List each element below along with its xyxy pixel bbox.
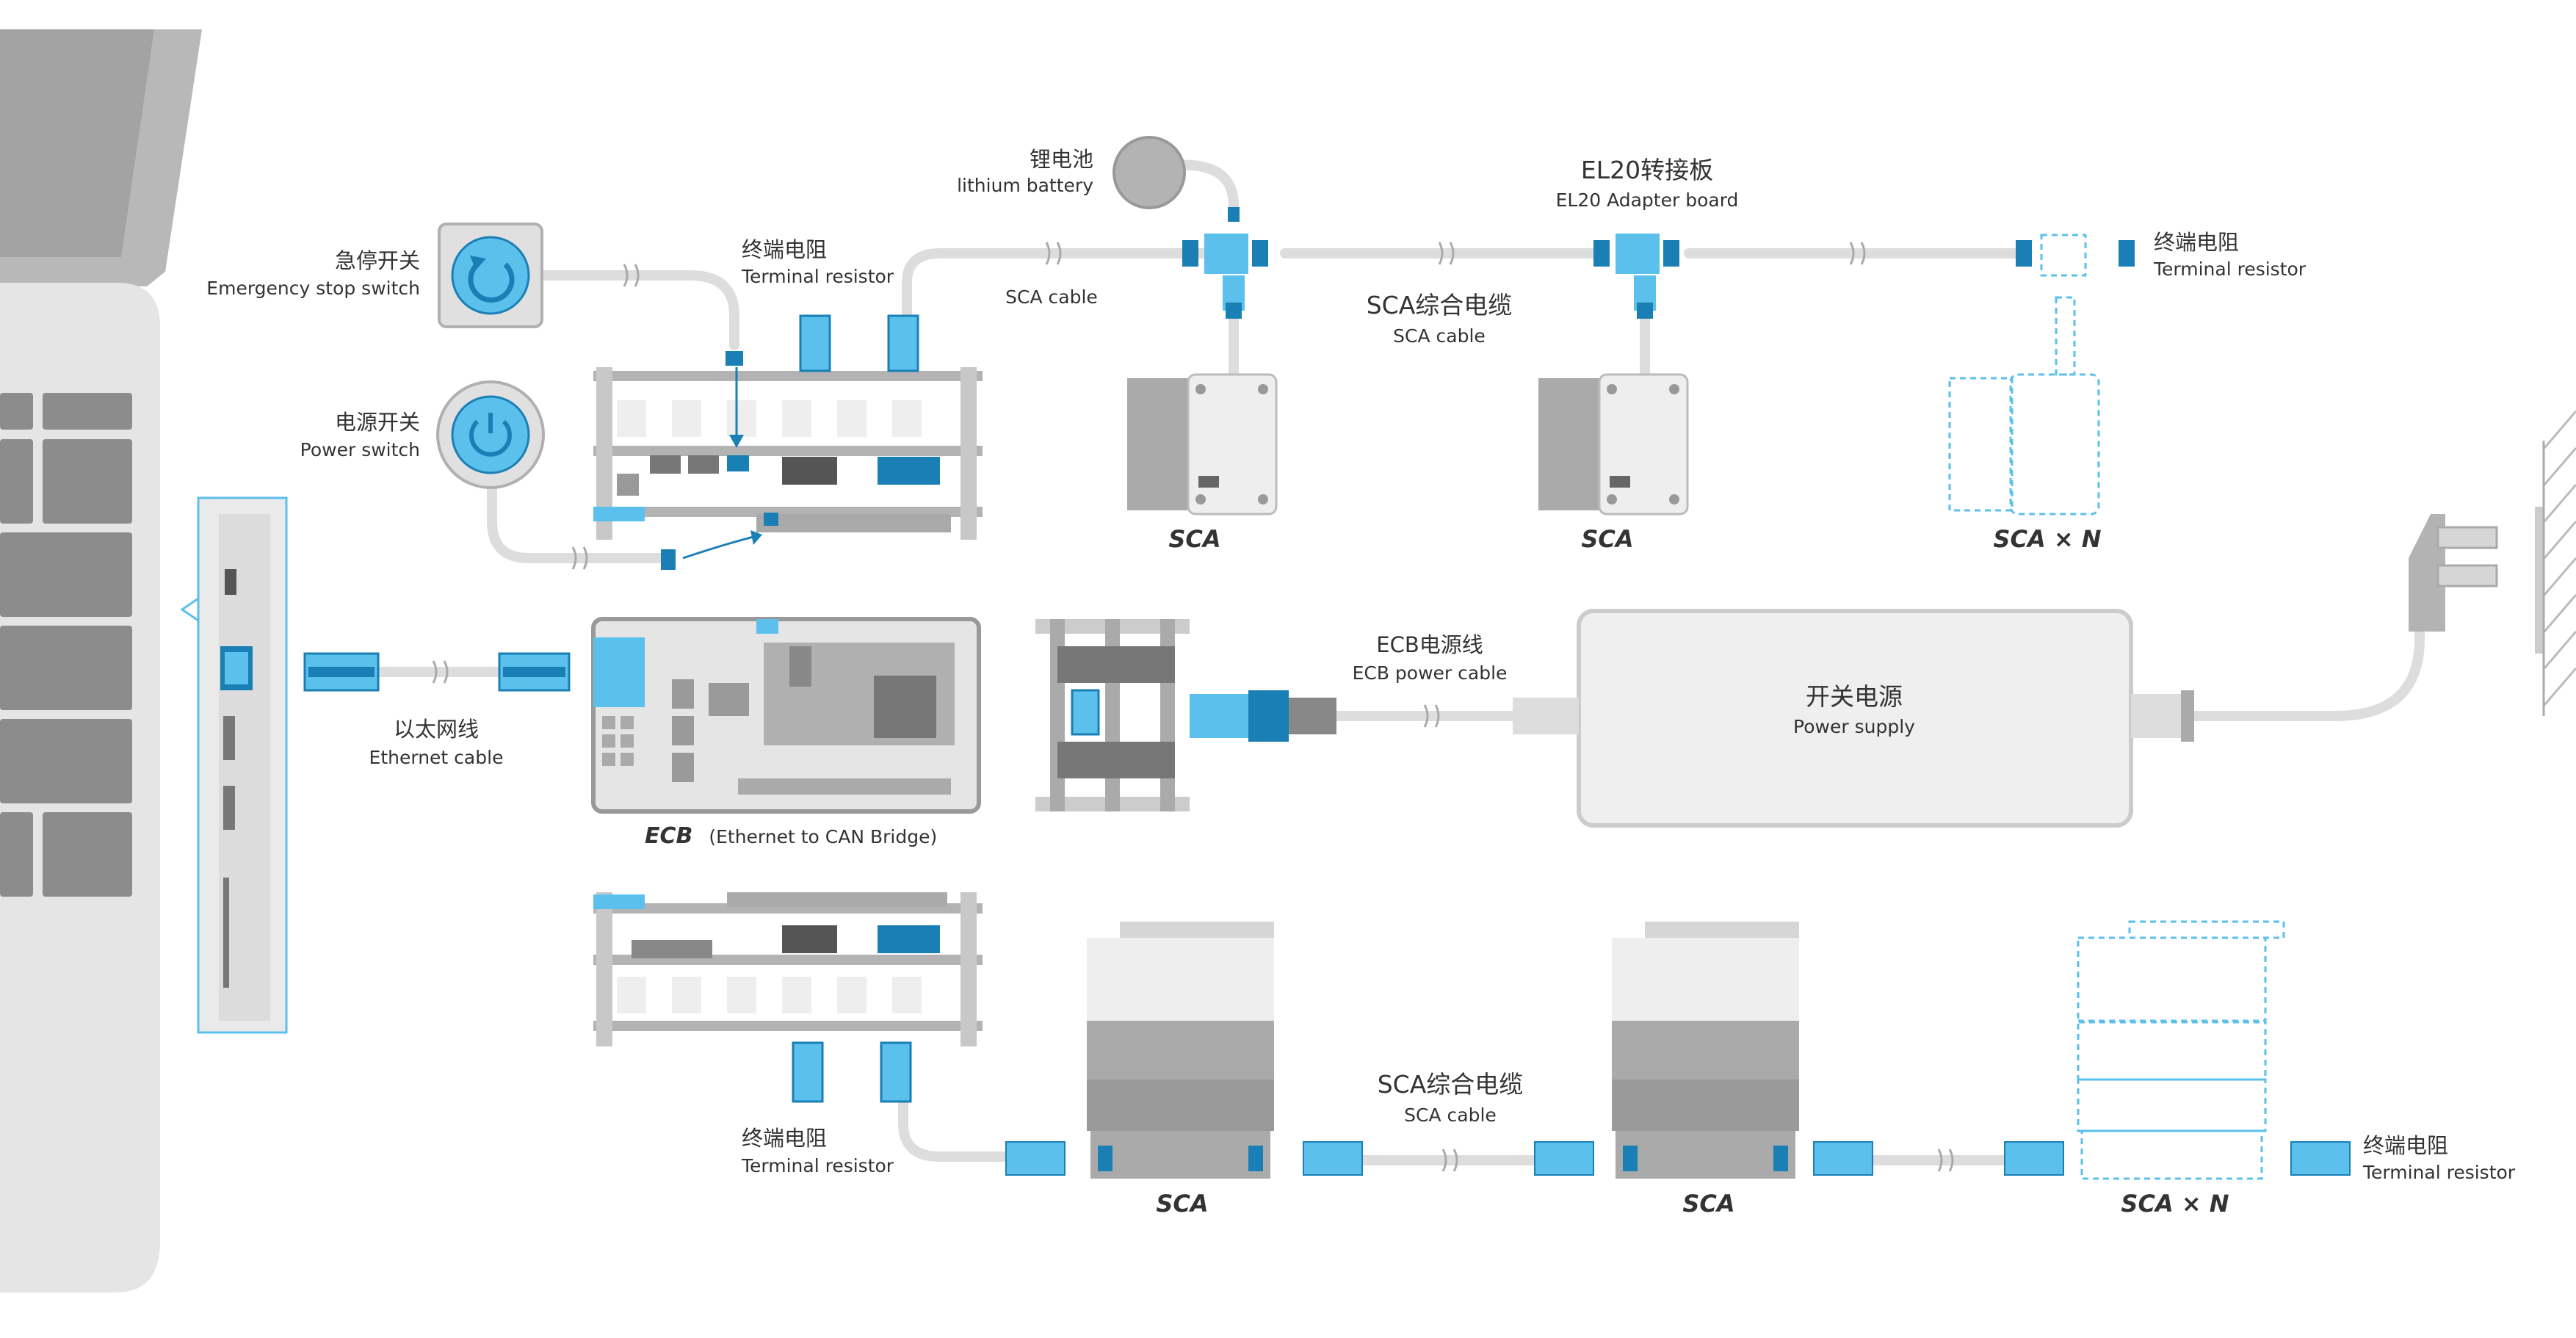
sca-bottom-2-label: SCA (1682, 1190, 1734, 1218)
emergency-stop-switch (438, 223, 543, 328)
estop-label-en: Emergency stop switch (206, 278, 420, 299)
sca-motor-bottom-1 (1087, 922, 1274, 1179)
sca-combined-cable-mid-zh: SCA综合电缆 (1367, 291, 1513, 319)
bottom-bus-connectors (1005, 1141, 2351, 1176)
power-switch-label-en: Power switch (300, 439, 420, 460)
power-switch-label-zh: 电源开关 (335, 410, 420, 435)
labels: 急停开关 Emergency stop switch 电源开关 Power sw… (206, 147, 2516, 1218)
top-terminal-board (593, 314, 983, 570)
terminal-resistor-bottom-right-zh: 终端电阻 (2363, 1133, 2448, 1158)
el20-label-en: EL20 Adapter board (1556, 189, 1739, 211)
sca-bottom-1-label: SCA (1156, 1190, 1208, 1218)
sca-cable-top-label: SCA cable (1005, 286, 1098, 308)
power-supply-unit (1513, 609, 2194, 828)
ecb-power-cable-en: ECB power cable (1353, 662, 1508, 684)
sca-combined-cable-bottom-zh: SCA综合电缆 (1378, 1070, 1524, 1099)
sca-motor-top-n-dashed (1948, 234, 2100, 516)
power-supply-label-en: Power supply (1793, 716, 1915, 737)
sca-top-1-label: SCA (1168, 525, 1220, 553)
ethernet-label-zh: 以太网线 (394, 717, 479, 742)
battery-label-en: lithium battery (957, 175, 1093, 196)
laptop-illustration (0, 29, 288, 1292)
laptop-side-ports (180, 496, 288, 1034)
estop-label-zh: 急停开关 (335, 248, 420, 273)
terminal-resistor-right-zh: 终端电阻 (2154, 230, 2239, 255)
power-icon (469, 419, 512, 457)
ecb-label: ECB (Ethernet to CAN Bridge) (645, 823, 937, 849)
lithium-battery (1112, 136, 1186, 209)
terminal-resistor-top-en: Terminal resistor (741, 266, 894, 287)
ecb-board (591, 617, 981, 814)
ethernet-connectors (303, 652, 571, 692)
wall-plug (2409, 411, 2576, 716)
terminal-resistor-bottom-right-en: Terminal resistor (2362, 1162, 2516, 1183)
sca-motor-bottom-2 (1612, 922, 1799, 1179)
bottom-terminal-board (593, 892, 983, 1103)
sca-top-2-label: SCA (1581, 525, 1633, 553)
ethernet-label-en: Ethernet cable (369, 747, 504, 768)
sca-combined-cable-mid-en: SCA cable (1393, 325, 1486, 347)
sca-bottom-n-label: SCA × N (2121, 1190, 2229, 1218)
terminal-resistor-bottom-left-en: Terminal resistor (741, 1155, 894, 1176)
sca-motor-bottom-n-dashed (2077, 920, 2285, 1180)
power-supply-label-zh: 开关电源 (1806, 682, 1903, 711)
top-bus-connectors (1182, 207, 2135, 319)
ecb-power-cable-zh: ECB电源线 (1376, 632, 1483, 657)
ecb-label-bold: ECB (645, 823, 692, 849)
cable-break-marks (432, 242, 1954, 1172)
sca-motor-top-1 (1127, 373, 1278, 516)
power-switch (436, 380, 545, 489)
ecb-side-view (1035, 619, 1336, 811)
terminal-resistor-bottom-left-zh: 终端电阻 (742, 1126, 827, 1151)
battery-label-zh: 锂电池 (1030, 147, 1093, 172)
terminal-resistor-right-en: Terminal resistor (2153, 258, 2307, 280)
el20-label-zh: EL20转接板 (1581, 156, 1713, 184)
restart-icon (468, 262, 515, 303)
ecb-label-full: (Ethernet to CAN Bridge) (709, 826, 937, 847)
sca-motor-top-2 (1538, 373, 1689, 516)
sca-top-n-label: SCA × N (1993, 525, 2101, 553)
sca-combined-cable-bottom-en: SCA cable (1404, 1104, 1497, 1126)
keyboard-keys (0, 393, 132, 897)
terminal-resistor-top-zh: 终端电阻 (742, 237, 827, 262)
